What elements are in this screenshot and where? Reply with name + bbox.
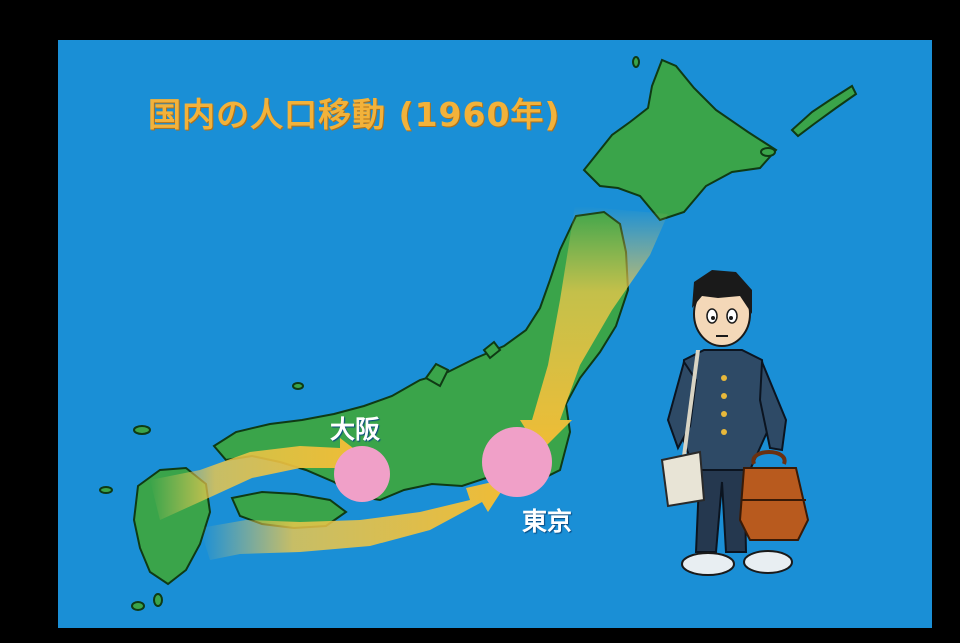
slide-title: 国内の人口移動 (1960年) [148, 95, 561, 134]
student-figure [660, 270, 810, 576]
tokyo-marker [482, 427, 552, 497]
arrow-west-to-tokyo [200, 478, 510, 560]
arrow-north-to-tokyo [520, 206, 668, 452]
city-label-osaka: 大阪 [330, 415, 381, 444]
hokkaido-island [582, 58, 778, 222]
sado-island [482, 340, 502, 360]
arrow-west-to-osaka [150, 438, 366, 520]
kuril-islands [790, 84, 858, 138]
shikoku-island [230, 490, 348, 530]
city-label-tokyo: 東京 [522, 507, 573, 536]
osaka-marker [334, 446, 390, 502]
